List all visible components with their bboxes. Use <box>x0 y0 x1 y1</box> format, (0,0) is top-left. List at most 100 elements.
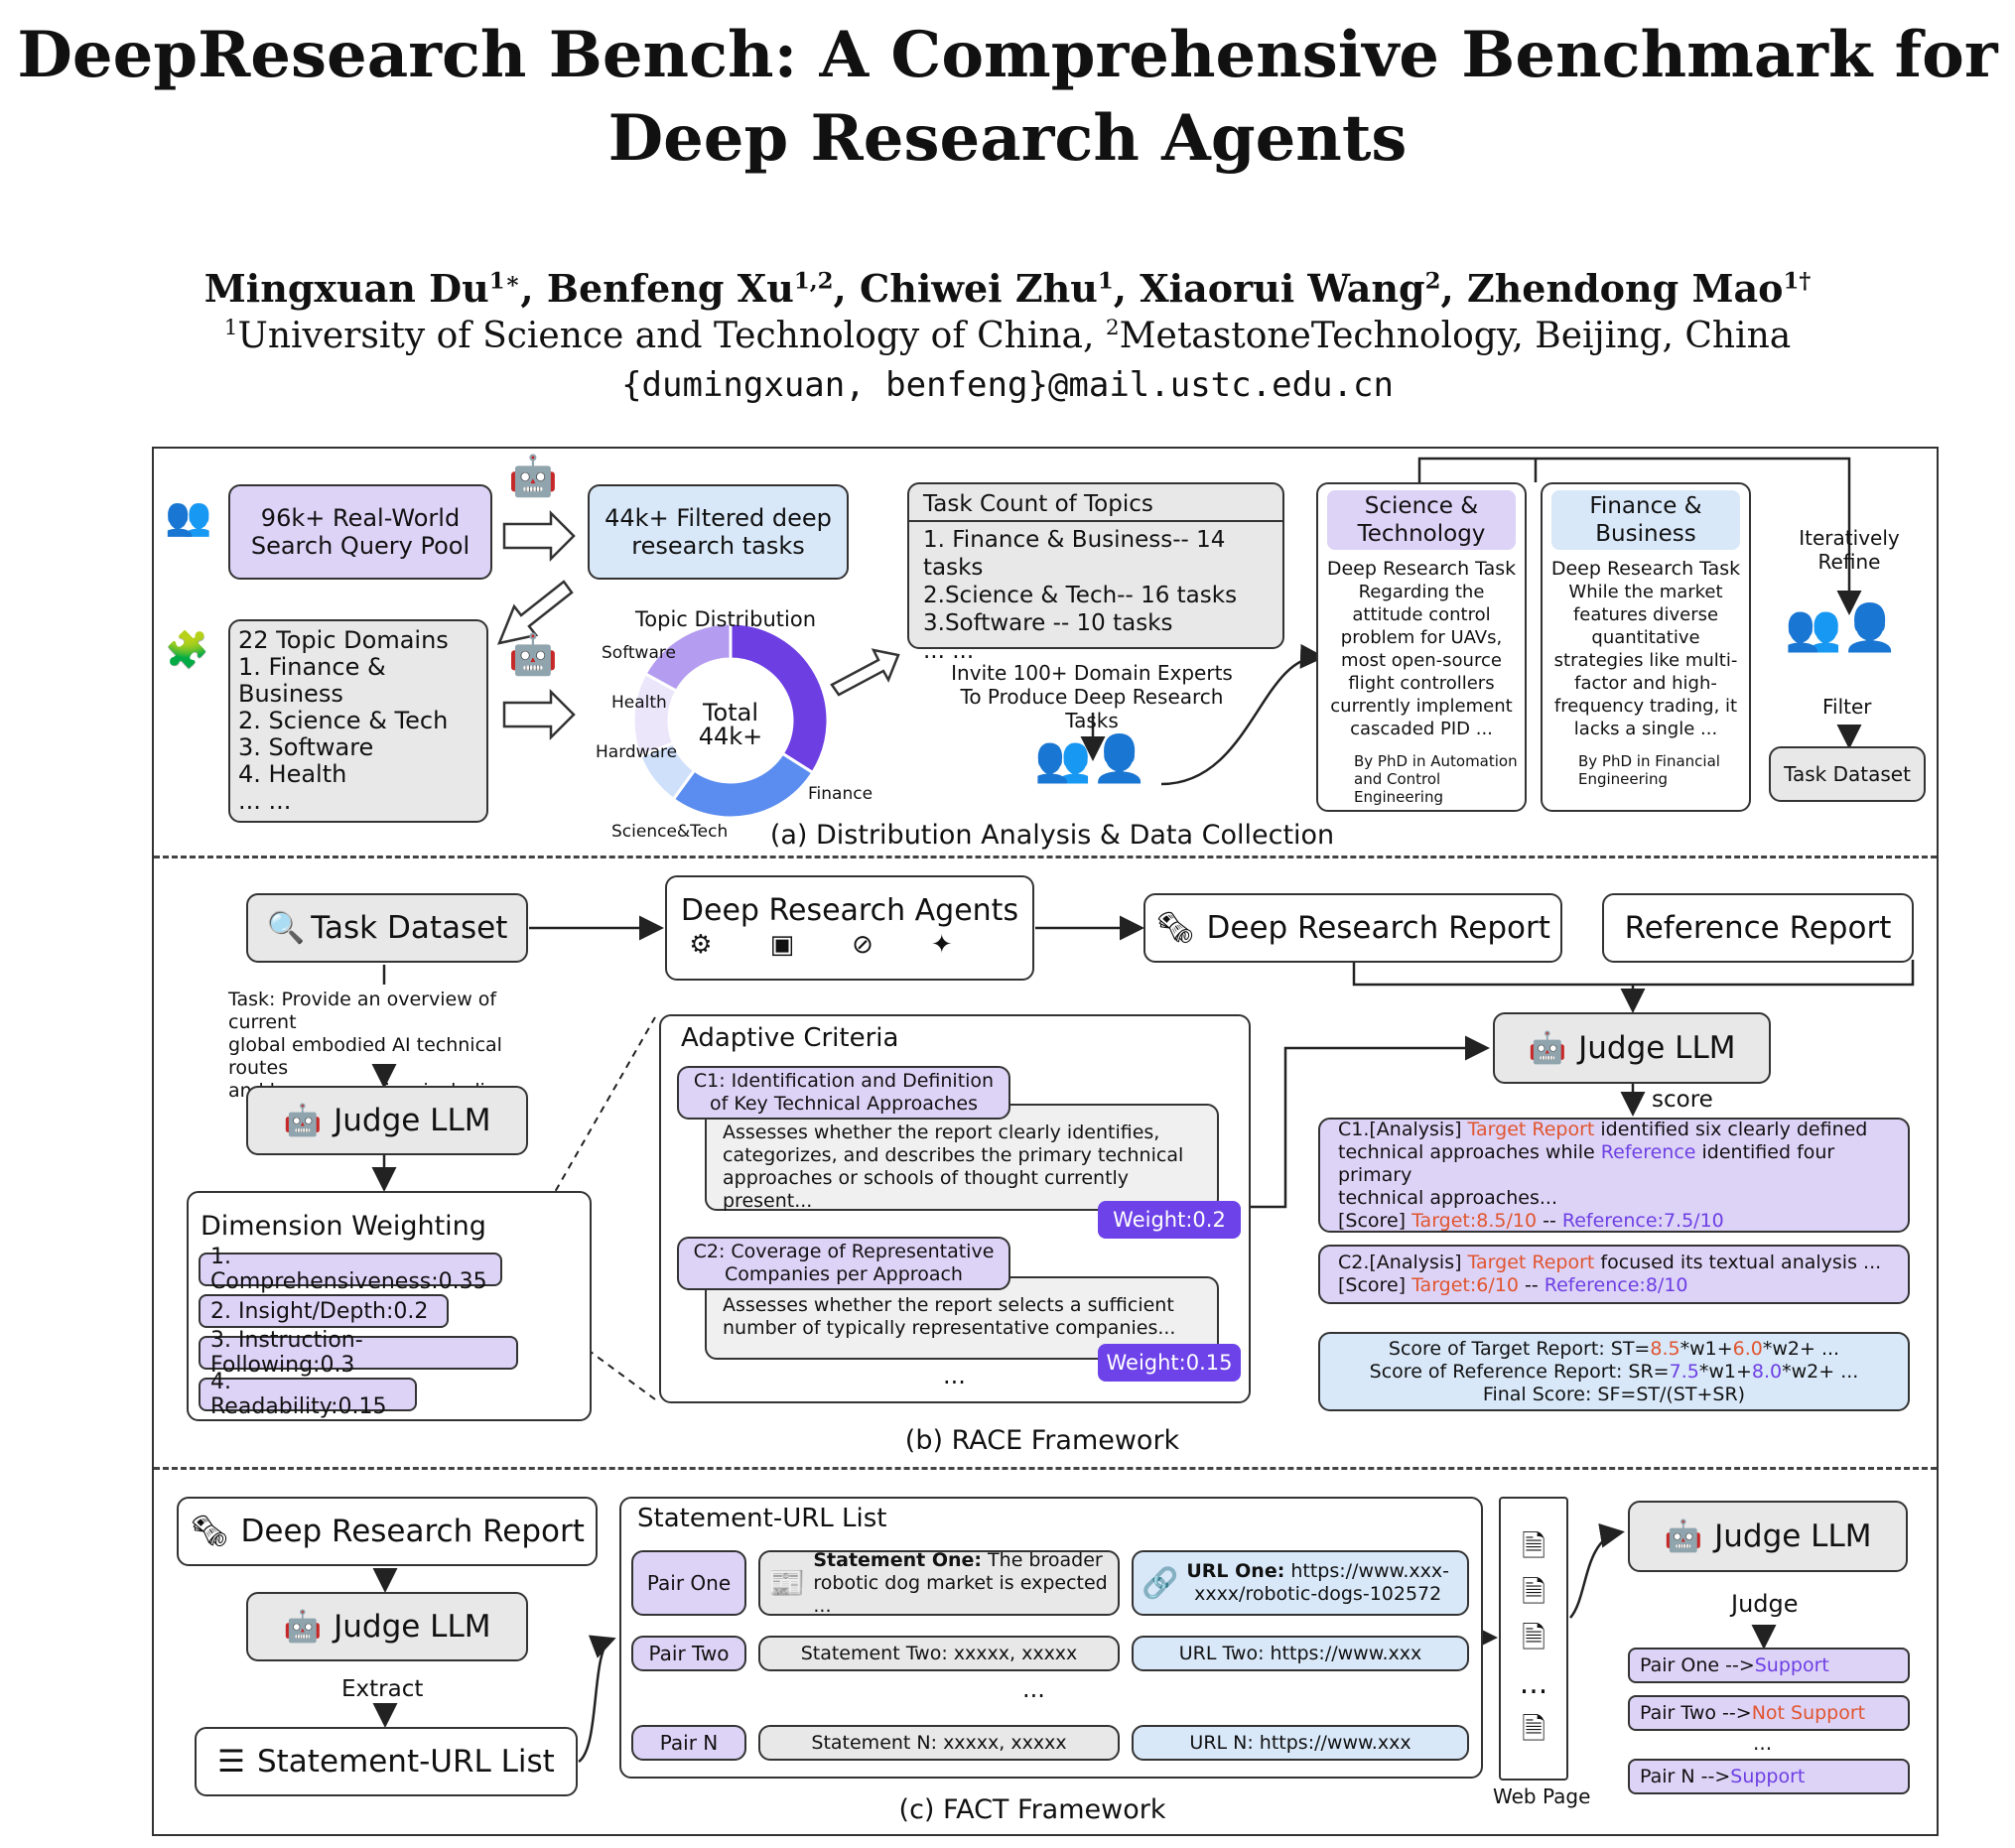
affiliations: 1University of Science and Technology of… <box>223 316 1792 356</box>
donut-label-hardware: Hardware <box>596 742 678 762</box>
donut-slice-science-tech <box>671 751 815 820</box>
donut-title: Topic Distribution <box>635 607 817 631</box>
robot-icon: 🤖 <box>1528 1030 1567 1066</box>
judge-llm-c-right: 🤖Judge LLM <box>1628 1501 1908 1572</box>
paper-title-line1: DeepResearch Bench: A Comprehensive Benc… <box>17 18 1998 92</box>
donut-label-software: Software <box>602 643 676 663</box>
report-icon: 🗞 <box>1155 910 1195 946</box>
donut-label-science: Science&Tech <box>611 822 729 842</box>
robot-icon: 🤖 <box>283 1609 323 1645</box>
author-name: Zhendong Mao1† <box>1466 266 1812 311</box>
web-page-icon: 🗎 <box>1521 1529 1546 1564</box>
url-one: 🔗URL One: https://www.xxx-xxxx/robotic-d… <box>1132 1550 1469 1616</box>
url-two: URL Two: https://www.xxx <box>1132 1636 1469 1671</box>
dimension-item: 1. Comprehensiveness:0.35 <box>199 1245 502 1294</box>
agents-box: Deep Research Agents ⚙▣⊘✦ <box>665 875 1034 981</box>
deep-research-report-box-c: 🗞Deep Research Report <box>177 1497 598 1566</box>
task-dataset-box-a: Task Dataset <box>1769 746 1926 802</box>
hollow-arrow <box>502 688 576 741</box>
c2-analysis-box: C2.[Analysis] Target Report focused its … <box>1318 1245 1910 1304</box>
author-name: Benfeng Xu1,2 <box>546 266 834 311</box>
deep-research-report-box: 🗞Deep Research Report <box>1143 893 1562 963</box>
donut-slice-software <box>643 621 733 694</box>
dimension-item: 4. Readability:0.15 <box>199 1370 417 1419</box>
caption-b: (b) RACE Framework <box>904 1425 1180 1456</box>
section-divider <box>154 1467 1937 1470</box>
caption-a: (a) Distribution Analysis & Data Collect… <box>769 820 1335 851</box>
url-n: URL N: https://www.xxx <box>1132 1725 1469 1761</box>
donut-label-health: Health <box>611 693 667 713</box>
c1-body: Assesses whether the report clearly iden… <box>705 1104 1219 1212</box>
pair-two-label: Pair Two <box>631 1636 746 1671</box>
web-page-icon: 🗎 <box>1521 1575 1546 1610</box>
agent-logos-icon: ⚙▣⊘✦ <box>689 930 1010 960</box>
statement-two: Statement Two: xxxxx, xxxxx <box>758 1636 1120 1671</box>
score-label: score <box>1652 1087 1713 1113</box>
hollow-arrow <box>502 509 576 563</box>
judgement-ellipsis: ... <box>1753 1731 1773 1755</box>
paper-title-line2: Deep Research Agents <box>607 101 1408 176</box>
hollow-arrow <box>496 580 574 645</box>
judge-label: Judge <box>1731 1590 1799 1618</box>
author-name: Xiaorui Wang2 <box>1140 266 1441 311</box>
list-icon: ☰ <box>217 1744 245 1780</box>
facts-doc-icon: 📰 <box>768 1565 806 1601</box>
topic-donut-chart <box>631 621 830 820</box>
dataset-search-icon: 🔍 <box>266 910 306 946</box>
judgement-pair-n: Pair N --> Support <box>1628 1759 1910 1794</box>
robot-icon: 🤖 <box>508 454 558 499</box>
web-page-icon: 🗎 <box>1521 1712 1546 1747</box>
reference-report-box: Reference Report <box>1602 893 1914 963</box>
filter-label: Filter <box>1822 695 1872 719</box>
author-email: {dumingxuan, benfeng}@mail.ustc.edu.cn <box>621 365 1394 405</box>
donut-label-finance: Finance <box>808 784 873 804</box>
author-name: Chiwei Zhu1 <box>859 266 1114 311</box>
dimension-item: 3. Instruction-Following:0.3 <box>199 1328 518 1378</box>
figure-frame <box>152 447 1939 1836</box>
robot-icon: 🤖 <box>283 1103 323 1138</box>
author-list: Mingxuan Du1∗, Benfeng Xu1,2, Chiwei Zhu… <box>203 266 1812 311</box>
donut-slice-finance <box>729 621 830 775</box>
criteria-ellipsis: ... <box>943 1362 966 1389</box>
reviewers-group-icon: 👥👤 <box>1785 600 1899 654</box>
c2-weight-badge: Weight:0.15 <box>1098 1344 1241 1382</box>
people-icon: 👥 <box>165 494 212 538</box>
robot-icon: 🤖 <box>1664 1518 1703 1554</box>
caption-c: (c) FACT Framework <box>898 1794 1166 1825</box>
judge-llm-left: 🤖Judge LLM <box>246 1086 528 1155</box>
link-icon: 🔗 <box>1142 1565 1179 1601</box>
c1-analysis-box: C1.[Analysis] Target Report identified s… <box>1318 1118 1910 1233</box>
task-dataset-box: 🔍Task Dataset <box>246 893 528 963</box>
report-icon: 🗞 <box>190 1514 229 1549</box>
dimension-item: 2. Insight/Depth:0.2 <box>199 1294 449 1328</box>
web-page-icon: 🗎 <box>1521 1621 1546 1655</box>
c1-weight-badge: Weight:0.2 <box>1098 1201 1241 1239</box>
statement-url-list-left: ☰Statement-URL List <box>195 1727 578 1796</box>
hollow-arrow <box>830 648 900 697</box>
section-divider <box>154 856 1937 858</box>
statement-n: Statement N: xxxxx, xxxxx <box>758 1725 1120 1761</box>
judge-llm-right: 🤖Judge LLM <box>1493 1012 1771 1084</box>
task-count-box: Task Count of Topics 1. Finance & Busine… <box>907 482 1284 664</box>
web-page-ellipsis: ... <box>1519 1666 1548 1701</box>
pair-one-label: Pair One <box>631 1550 746 1616</box>
web-page-label: Web Page <box>1493 1784 1591 1808</box>
extract-label: Extract <box>341 1676 424 1702</box>
pairs-ellipsis: ... <box>1022 1675 1045 1703</box>
pair-n-label: Pair N <box>631 1725 746 1761</box>
final-score-box: Score of Target Report: ST=8.5*w1+6.0*w2… <box>1318 1332 1910 1411</box>
judge-llm-c-left: 🤖Judge LLM <box>246 1592 528 1661</box>
judgement-pair-two: Pair Two --> Not Support <box>1628 1695 1910 1731</box>
